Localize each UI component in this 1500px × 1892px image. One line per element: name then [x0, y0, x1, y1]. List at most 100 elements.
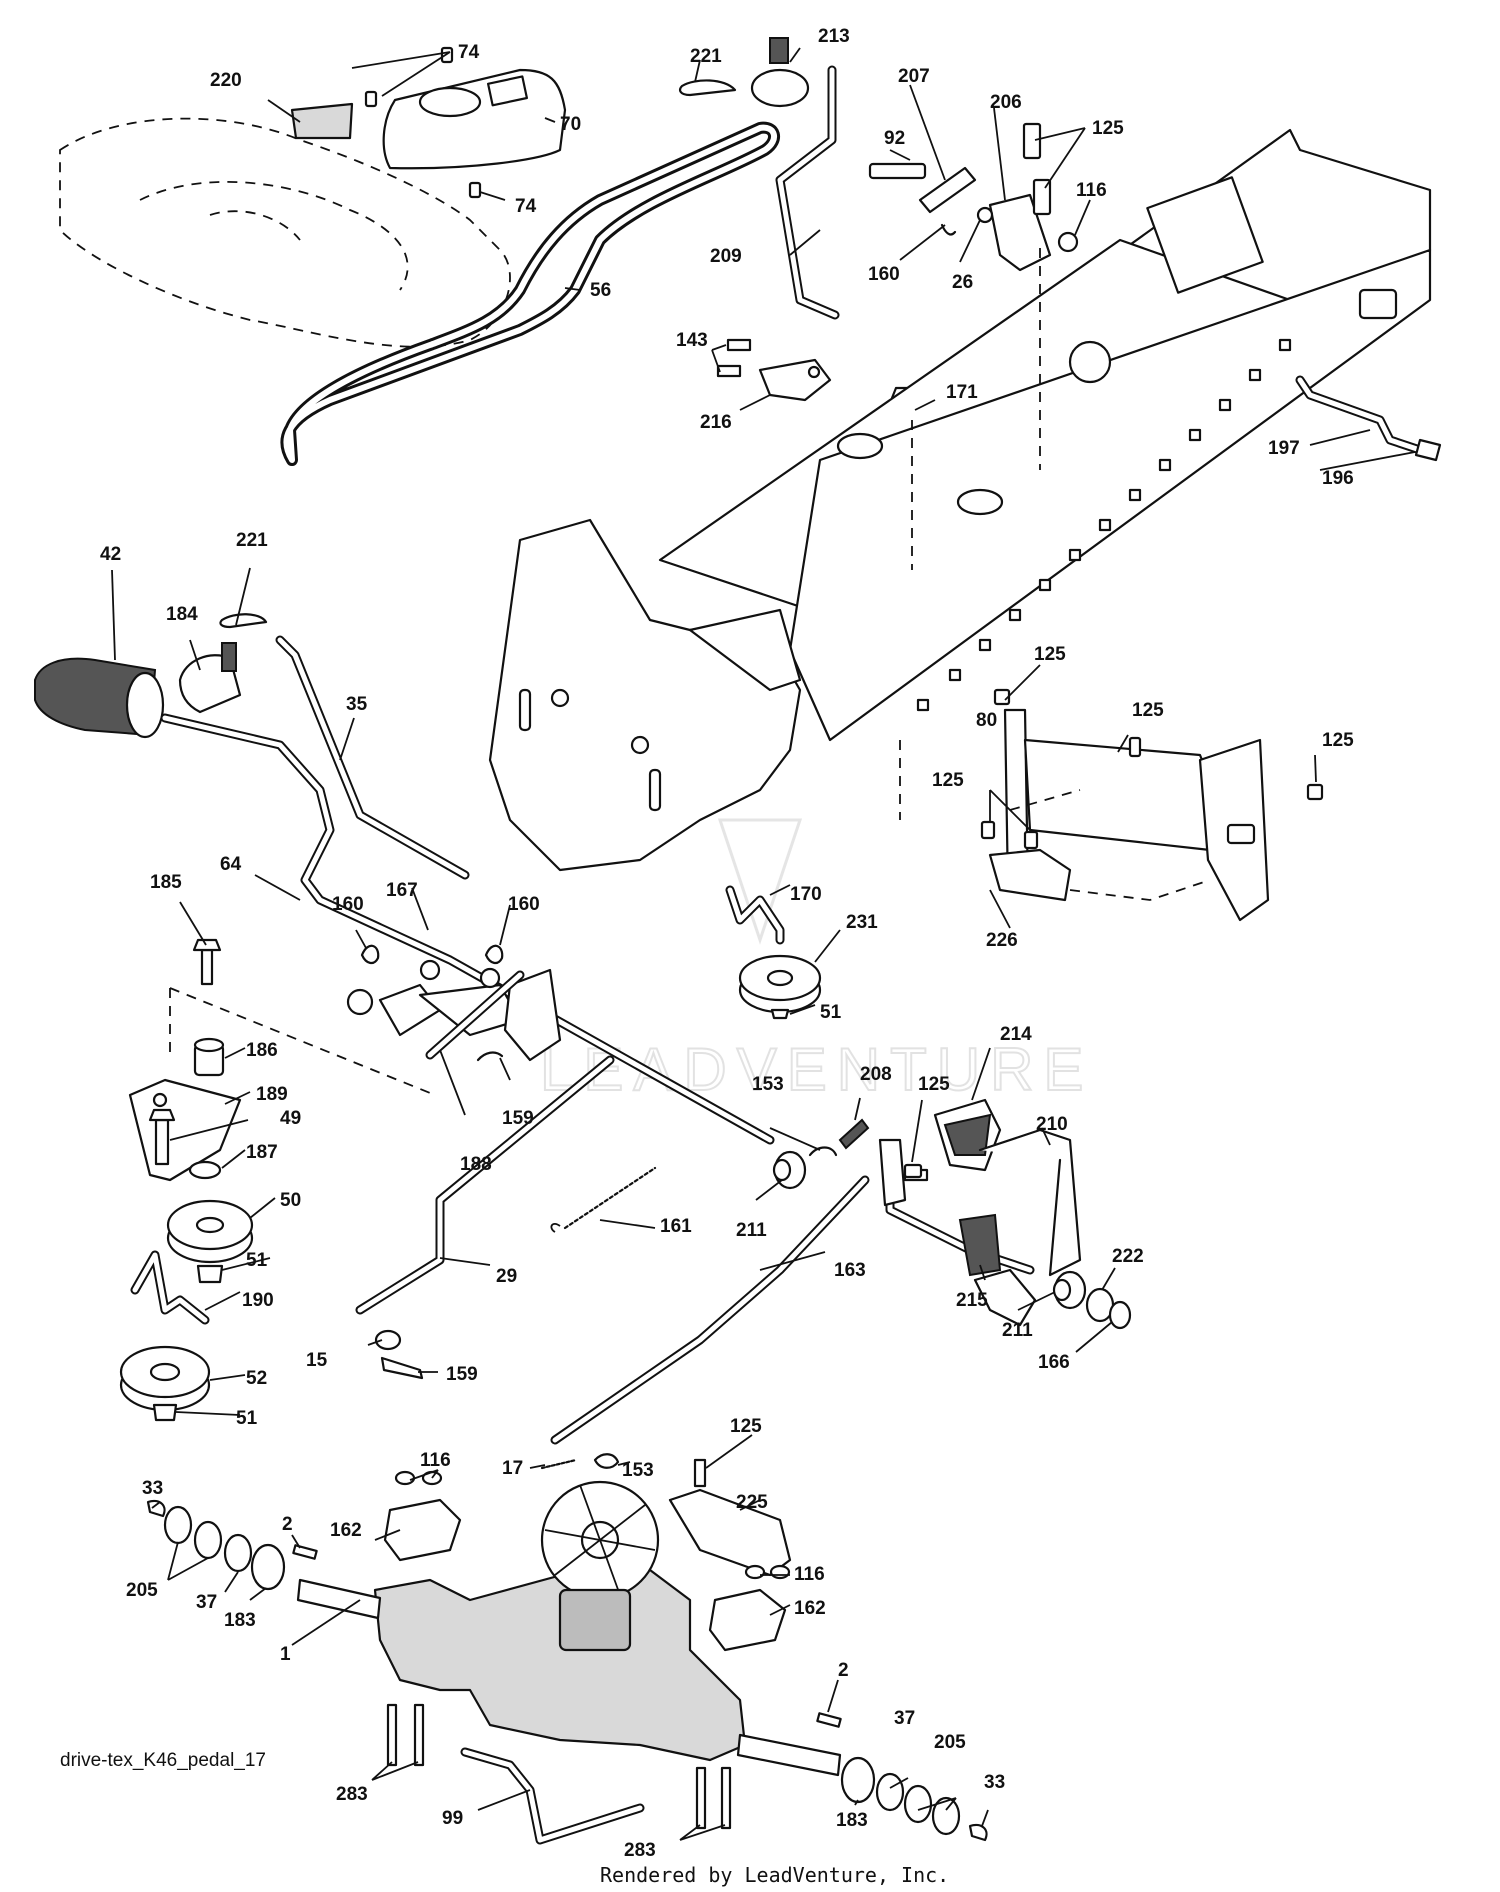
rod-35 [275, 635, 470, 880]
callout-205: 205 [126, 1580, 158, 1601]
callout-159: 159 [502, 1108, 534, 1129]
callout-184: 184 [166, 604, 198, 625]
washer-15 [374, 1329, 402, 1351]
drawing-id: drive-tex_K46_pedal_17 [60, 1750, 266, 1771]
callout-153: 153 [622, 1460, 654, 1481]
callout-159: 159 [446, 1364, 478, 1385]
lift-parts-assembly [868, 122, 1079, 272]
callout-125: 125 [1092, 118, 1124, 139]
callout-210: 210 [1036, 1114, 1068, 1135]
callout-231: 231 [846, 912, 878, 933]
callout-35: 35 [346, 694, 368, 715]
callout-125: 125 [730, 1416, 762, 1437]
washers-right [840, 1756, 988, 1842]
callout-2: 2 [282, 1514, 293, 1535]
callout-161: 161 [660, 1216, 692, 1237]
bolt-125-pedal [903, 1163, 923, 1179]
callout-185: 185 [150, 872, 182, 893]
callout-42: 42 [100, 544, 121, 565]
key-2-right [816, 1712, 842, 1728]
callout-116: 116 [794, 1564, 825, 1585]
seat-pan-outline [59, 117, 511, 348]
spring-161 [550, 1166, 657, 1233]
callout-167: 167 [386, 880, 418, 901]
grip-42 [34, 657, 165, 739]
spacer-211-right [1052, 1270, 1087, 1310]
callout-166: 166 [1038, 1352, 1070, 1373]
spacer-211-left [772, 1150, 807, 1190]
pulley-231 [738, 954, 822, 1020]
bushing-186 [193, 1037, 225, 1077]
callout-37: 37 [894, 1708, 915, 1729]
callout-33: 33 [142, 1478, 163, 1499]
callout-196: 196 [1322, 468, 1354, 489]
callout-33: 33 [984, 1772, 1005, 1793]
rod-163 [550, 1175, 870, 1445]
frame [488, 128, 1432, 872]
callout-51: 51 [236, 1408, 258, 1429]
idler-dashed-box [169, 987, 436, 1096]
screw-74-bottom [468, 181, 482, 199]
mount-162-right [708, 1564, 791, 1652]
console-cover [382, 68, 567, 170]
callout-125: 125 [1034, 644, 1066, 665]
pedal-214 [933, 1098, 1082, 1277]
callout-215: 215 [956, 1290, 988, 1311]
bolts-283-right [695, 1766, 732, 1830]
callout-187: 187 [246, 1142, 278, 1163]
rod-29 [355, 1055, 615, 1315]
key-2-left [292, 1544, 318, 1560]
nut-51-upper [196, 1264, 224, 1284]
clip-153-top [808, 1146, 838, 1157]
nut-51-lower [152, 1403, 178, 1422]
callout-213: 213 [818, 26, 850, 47]
callout-214: 214 [1000, 1024, 1032, 1045]
callout-70: 70 [560, 114, 581, 135]
callout-56: 56 [590, 280, 611, 301]
callout-216: 216 [700, 412, 732, 433]
callout-52: 52 [246, 1368, 267, 1389]
callout-160: 160 [508, 894, 540, 915]
callout-2: 2 [838, 1660, 849, 1681]
clip-153-bottom [593, 1453, 620, 1469]
bolt-185 [192, 938, 222, 986]
callout-49: 49 [280, 1108, 301, 1129]
callout-211: 211 [736, 1220, 767, 1241]
callout-183: 183 [224, 1610, 256, 1631]
lift-rod-209 [775, 65, 840, 320]
callout-125: 125 [932, 770, 964, 791]
callout-17: 17 [502, 1458, 523, 1479]
callout-74: 74 [458, 42, 480, 63]
callout-116: 116 [1076, 180, 1107, 201]
callout-143: 143 [676, 330, 708, 351]
bolts-283-left [386, 1703, 425, 1767]
callout-99: 99 [442, 1808, 463, 1829]
callout-163: 163 [834, 1260, 866, 1281]
callout-29: 29 [496, 1266, 517, 1287]
pedal-215 [958, 1213, 1037, 1327]
idler-bracket-189 [128, 1078, 242, 1182]
callout-92: 92 [884, 128, 905, 149]
mount-162-left [383, 1470, 462, 1562]
washer-166 [1108, 1300, 1132, 1330]
axle-right [736, 1733, 842, 1777]
bracket-80 [980, 688, 1324, 922]
callout-162: 162 [794, 1598, 826, 1619]
washer-187 [188, 1160, 222, 1180]
frame-dashed-lines [899, 248, 1041, 820]
hairpin-clip-221-top [679, 79, 737, 97]
watermark: LEADVENTURE [539, 818, 1084, 1104]
callout-220: 220 [210, 70, 242, 91]
callout-206: 206 [990, 92, 1022, 113]
hairpin-clip-221-left [219, 613, 268, 629]
callout-207: 207 [898, 66, 930, 87]
callout-labels: 74 220 70 74 56 221 213 207 206 125 116 … [100, 26, 1354, 1861]
transaxle-1 [373, 1480, 747, 1762]
callout-283: 283 [624, 1840, 656, 1861]
callout-188: 188 [460, 1154, 492, 1175]
callout-221: 221 [690, 46, 722, 67]
clip-159-top [476, 1051, 504, 1062]
drive-belt [280, 121, 780, 466]
credit-line: Rendered by LeadVenture, Inc. [600, 1863, 949, 1887]
